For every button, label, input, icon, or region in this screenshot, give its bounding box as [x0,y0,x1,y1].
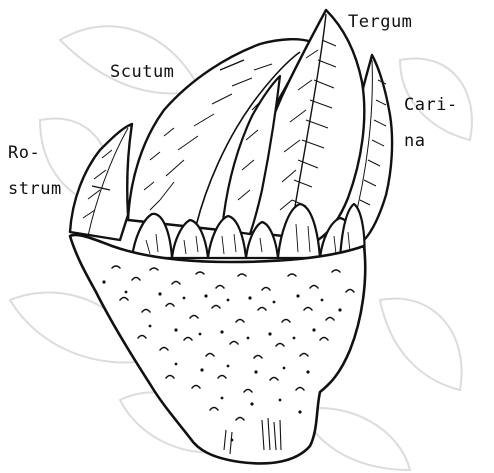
label-rostrum-line1: Ro- [8,143,40,163]
label-tergum: Tergum [348,12,412,32]
label-carina-line2: na [404,131,425,151]
rostrum-plate [70,124,132,240]
label-scutum: Scutum [110,62,174,82]
label-rostrum-line2: strum [8,179,62,199]
shell-body [70,235,365,464]
label-carina-line1: Cari- [404,95,458,115]
